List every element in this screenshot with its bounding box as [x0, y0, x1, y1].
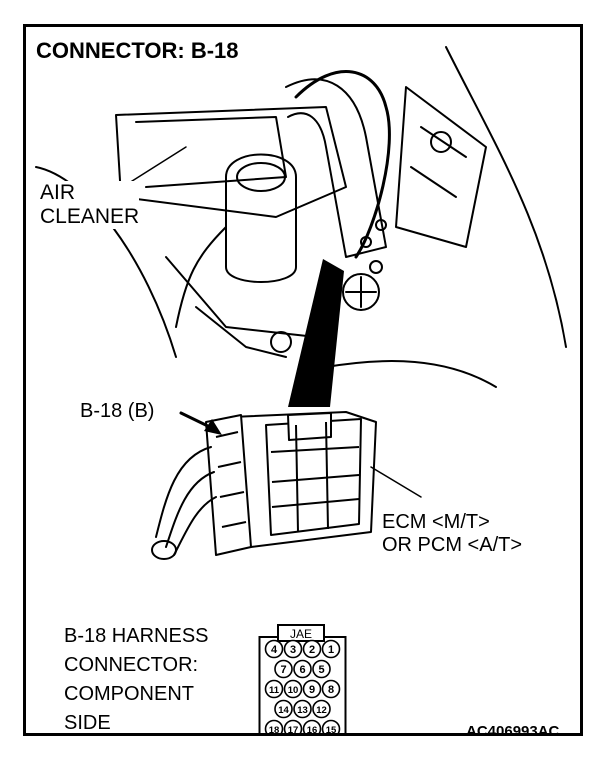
harness-connector-label: B-18 HARNESS CONNECTOR: COMPONENT SIDE [64, 625, 209, 734]
pin-label-2: 2 [309, 644, 315, 656]
pin-17 [283, 719, 303, 733]
pin-2 [302, 639, 322, 659]
connector-key [277, 624, 325, 642]
pin-4 [264, 639, 284, 659]
pin-13 [293, 699, 312, 719]
pin-8 [321, 679, 341, 699]
pin-label-11: 11 [269, 685, 280, 696]
pin-label-6: 6 [299, 664, 305, 676]
intake-duct [285, 78, 387, 258]
harness-wires [155, 446, 212, 538]
hose [175, 226, 227, 328]
diagram-frame: CONNECTOR: B-18 AIR CLEANER B-18 (B) ECM… [23, 24, 583, 736]
pin-label-3: 3 [290, 644, 296, 656]
pin-16 [302, 719, 322, 733]
pin-9 [302, 679, 322, 699]
fender-panel [445, 46, 567, 348]
pin-label-5: 5 [318, 664, 324, 676]
connector-callout-label: B-18 (B) [80, 400, 155, 422]
pin-5 [312, 659, 331, 679]
ecm-module [205, 411, 377, 556]
pin-label-14: 14 [278, 705, 289, 716]
pin-label-12: 12 [316, 705, 327, 716]
pin-7 [274, 659, 293, 679]
pin-6 [293, 659, 312, 679]
figure-code: AC406993AC [466, 723, 560, 736]
ecm-label: ECM <M/T> OR PCM <A/T> [382, 511, 523, 556]
pin-label-15: 15 [326, 725, 337, 736]
pin-1 [321, 639, 341, 659]
pin-18 [264, 719, 284, 733]
reservoir-tank [225, 153, 297, 283]
pin-label-8: 8 [328, 684, 334, 696]
air-cleaner-housing [115, 106, 347, 218]
pin-15 [321, 719, 341, 733]
pin-12 [312, 699, 331, 719]
arrow-head [204, 419, 222, 435]
pin-label-13: 13 [297, 705, 308, 716]
pin-label-1: 1 [328, 644, 334, 656]
connector-body [205, 414, 252, 556]
pin-11 [264, 679, 284, 699]
pin-label-7: 7 [280, 664, 286, 676]
ecm-leader [370, 466, 422, 498]
pin-label-17: 17 [288, 725, 299, 736]
pin-10 [283, 679, 303, 699]
diagram-title: CONNECTOR: B-18 [34, 38, 241, 64]
air-cleaner-label: AIR CLEANER [40, 181, 140, 230]
pin-label-4: 4 [271, 644, 278, 656]
pin-label-10: 10 [288, 685, 299, 696]
pin-14 [274, 699, 293, 719]
pin-label-16: 16 [307, 725, 318, 736]
pin-label-9: 9 [309, 684, 315, 696]
air-cleaner-lid [135, 116, 287, 188]
wire [294, 70, 391, 259]
pin-3 [283, 639, 303, 659]
connector-tag: JAE [290, 627, 312, 641]
strut-tower [395, 86, 487, 248]
pin-label-18: 18 [269, 725, 280, 736]
callout-wedge [288, 259, 344, 407]
